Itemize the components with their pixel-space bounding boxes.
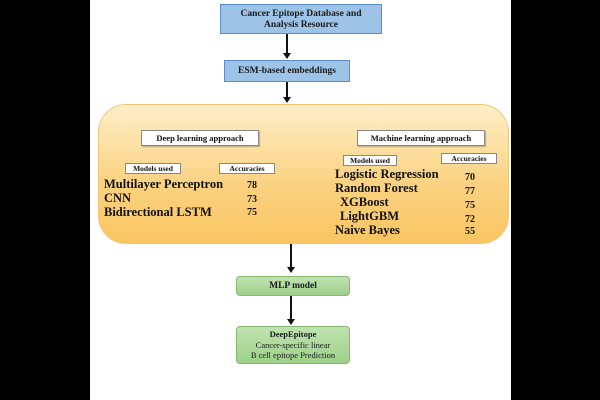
- mlp-model-box: MLP model: [236, 276, 350, 296]
- arrow-1: [283, 34, 291, 59]
- ml-acc-4: 72: [465, 214, 475, 225]
- deep-models-used-label: Models used: [125, 163, 181, 174]
- deepepitope-title: DeepEpitope: [269, 329, 317, 339]
- ml-model-2: Random Forest: [335, 181, 418, 195]
- arrow-2: [283, 82, 291, 103]
- database-box-line1: Cancer Epitope Database and: [240, 9, 362, 19]
- deep-model-1: Multilayer Perceptron: [104, 177, 224, 191]
- deep-acc-3: 75: [247, 207, 257, 218]
- arrow-4: [287, 296, 295, 325]
- ml-accuracies-label: Accuracies: [441, 153, 497, 164]
- deepepitope-line2: Cancer-specific linear: [255, 339, 331, 350]
- ml-header: Machine learning approach: [357, 130, 485, 146]
- database-box-line2: Analysis Resource: [264, 20, 338, 30]
- ml-acc-5: 55: [465, 226, 475, 237]
- ml-model-4: LightGBM: [340, 209, 400, 223]
- deep-accuracies-label: Accuracies: [219, 163, 275, 174]
- ml-model-1: Logistic Regression: [335, 167, 439, 181]
- deep-model-2: CNN: [104, 191, 132, 205]
- ml-model-3: XGBoost: [340, 195, 389, 209]
- deepepitope-box: DeepEpitope Cancer-specific linear B cel…: [236, 326, 350, 364]
- deep-model-3: Bidirectional LSTM: [104, 205, 212, 219]
- ml-acc-2: 77: [465, 186, 475, 197]
- deep-learning-header: Deep learning approach: [141, 130, 259, 146]
- embedding-box-label: ESM-based embeddings: [238, 66, 336, 76]
- embedding-box: ESM-based embeddings: [224, 60, 350, 82]
- arrow-3: [287, 244, 295, 273]
- deep-acc-2: 73: [247, 194, 257, 205]
- ml-models-used-label: Models used: [343, 155, 397, 166]
- ml-acc-1: 70: [465, 172, 475, 183]
- approaches-panel: Deep learning approach Models used Accur…: [98, 104, 509, 244]
- database-box: Cancer Epitope Database and Analysis Res…: [220, 4, 382, 34]
- diagram-canvas: Cancer Epitope Database and Analysis Res…: [90, 0, 511, 400]
- ml-model-5: Naive Bayes: [335, 223, 400, 237]
- deep-acc-1: 78: [247, 180, 257, 191]
- mlp-model-label: MLP model: [269, 281, 317, 291]
- deepepitope-line3: B cell epitope Prediction: [250, 350, 336, 360]
- ml-acc-3: 75: [465, 200, 475, 211]
